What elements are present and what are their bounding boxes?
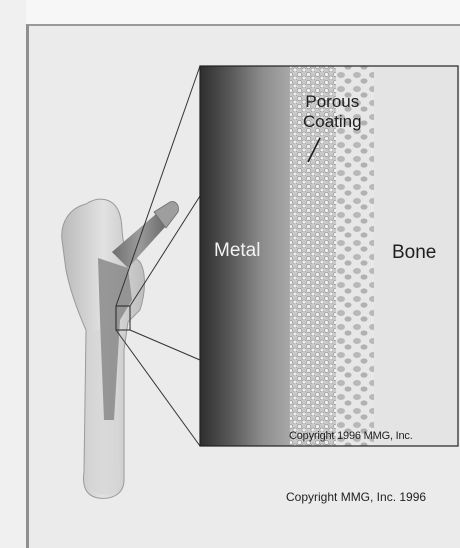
bone-label: Bone — [392, 242, 436, 264]
porous-coating-label-line1: Porous — [303, 92, 362, 112]
page-copyright: Copyright MMG, Inc. 1996 — [286, 490, 426, 504]
metal-label: Metal — [214, 240, 260, 262]
femur-implant-illustration — [62, 199, 179, 498]
porous-coating-label: Porous Coating — [303, 92, 362, 132]
porous-coating-label-line2: Coating — [303, 112, 362, 132]
implant-stem — [98, 258, 132, 420]
inset-copyright: Copyright 1996 MMG, Inc. — [289, 430, 413, 442]
